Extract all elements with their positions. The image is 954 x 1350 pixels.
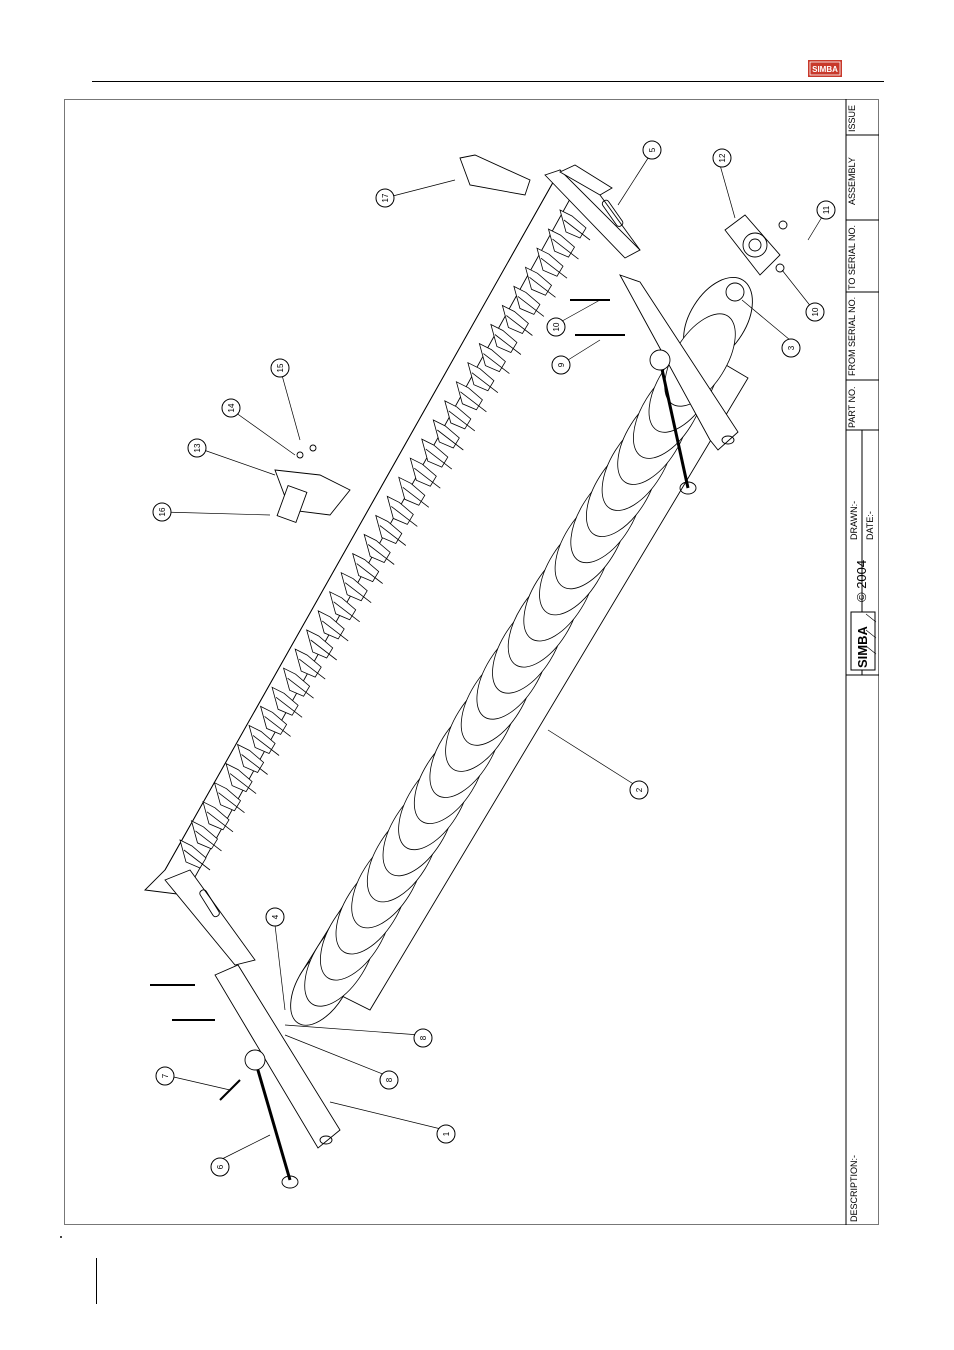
svg-text:6: 6 (216, 1164, 225, 1169)
part-no-label: PART NO. (847, 386, 857, 428)
callout-5: 5 (643, 141, 661, 159)
svg-text:14: 14 (227, 403, 236, 412)
plate-17 (460, 155, 530, 195)
svg-text:3: 3 (787, 345, 796, 350)
page-mark (60, 1236, 62, 1238)
svg-text:12: 12 (718, 153, 727, 162)
callout-11: 11 (817, 201, 835, 219)
bearing-housing (725, 215, 787, 301)
svg-text:10: 10 (811, 307, 820, 316)
svg-text:1: 1 (442, 1131, 451, 1136)
svg-text:9: 9 (557, 362, 566, 367)
callout-1: 1 (437, 1125, 455, 1143)
svg-text:13: 13 (193, 443, 202, 452)
date-label: DATE:- (865, 511, 875, 540)
callout-15: 15 (271, 359, 289, 377)
callout-16: 16 (153, 503, 171, 521)
callout-4: 4 (266, 908, 284, 926)
scraper-bar (145, 170, 590, 895)
to-serial-label: TO SERIAL NO. (847, 225, 857, 290)
svg-text:11: 11 (822, 205, 831, 214)
scraper-detail (275, 445, 350, 522)
callout-13: 13 (188, 439, 206, 457)
svg-text:4: 4 (271, 914, 280, 919)
callout-2: 2 (630, 781, 648, 799)
simba-title-logo: SIMBA (851, 612, 876, 670)
svg-text:16: 16 (158, 507, 167, 516)
callout-14: 14 (222, 399, 240, 417)
svg-text:8: 8 (419, 1035, 428, 1040)
svg-text:15: 15 (276, 363, 285, 372)
callout-17: 17 (376, 189, 394, 207)
callout-6: 6 (211, 1158, 229, 1176)
svg-text:10: 10 (552, 322, 561, 331)
drawing-geometry (145, 155, 825, 1188)
svg-text:2: 2 (635, 787, 644, 792)
copyright-text: © 2004 (854, 560, 869, 602)
callout-3: 3 (782, 339, 800, 357)
assembly-label: ASSEMBLY (847, 157, 857, 205)
svg-text:8: 8 (385, 1077, 394, 1082)
callout-7: 7 (156, 1067, 174, 1085)
callout-12: 12 (713, 149, 731, 167)
drawn-label: DRAWN:- (849, 501, 859, 540)
callout-8a: 8 (414, 1029, 432, 1047)
callout-10a: 10 (547, 318, 565, 336)
issue-label: ISSUE (847, 105, 857, 132)
svg-text:5: 5 (648, 147, 657, 152)
from-serial-label: FROM SERIAL NO. (847, 297, 857, 376)
callout-10b: 10 (806, 303, 824, 321)
title-logo-text: SIMBA (855, 626, 870, 669)
svg-text:7: 7 (161, 1073, 170, 1078)
description-label: DESCRIPTION:- (849, 1155, 859, 1222)
callout-8b: 8 (380, 1071, 398, 1089)
svg-text:17: 17 (381, 193, 390, 202)
footer-rule (96, 1258, 97, 1304)
callout-9: 9 (552, 356, 570, 374)
